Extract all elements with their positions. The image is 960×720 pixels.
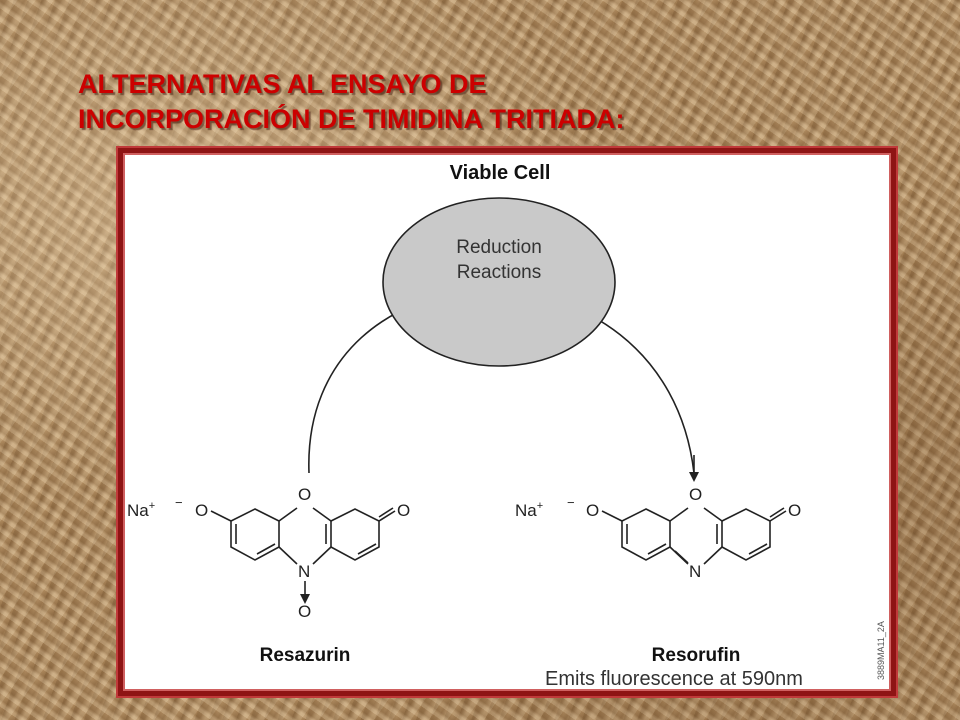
resorufin-n-ring: N [689,562,701,581]
resorufin-o-phenolate: O [586,501,599,520]
resorufin-counterion-charge: + [537,500,543,512]
slide-title-line-2: INCORPORACIÓN DE TIMIDINA TRITIADA: [78,104,625,134]
viable-cell-ellipse [382,197,616,367]
resazurin-o-phenolate: O [195,501,208,520]
reaction-diagram: Viable Cell Reduction Reactions Na+ − O … [127,162,886,689]
resorufin-o-ring: O [689,485,702,504]
slide-title-line-1: ALTERNATIVAS AL ENSAYO DE [78,69,487,99]
slide-title: ALTERNATIVAS AL ENSAYO DE INCORPORACIÓN … [78,67,838,137]
figure-code: 3889MA11_2A [876,621,886,680]
svg-text:Na+: Na+ [515,500,543,520]
resorufin-o-keto: O [788,501,801,520]
fluorescence-note: Emits fluorescence at 590nm [545,668,803,689]
resorufin-name: Resorufin [652,645,741,666]
resorufin-structure: Na+ − O O O N [515,485,801,666]
resazurin-n-ring: N [298,562,310,581]
svg-text:Na+: Na+ [127,500,155,520]
resazurin-o-keto: O [397,501,410,520]
figure-frame: Viable Cell Reduction Reactions Na+ − O … [116,146,898,698]
figure-panel: Viable Cell Reduction Reactions Na+ − O … [123,153,891,691]
resazurin-o-n-oxide: O [298,602,311,621]
resorufin-counterion: Na [515,501,537,520]
reaction-label-line-2: Reactions [457,262,542,283]
resazurin-o-ring: O [298,485,311,504]
cell-label: Viable Cell [450,162,551,184]
resorufin-oxide-charge: − [567,495,575,510]
resazurin-counterion: Na [127,501,149,520]
resazurin-oxide-charge: − [175,495,183,510]
resazurin-counterion-charge: + [149,500,155,512]
reaction-label-line-1: Reduction [456,237,542,258]
resazurin-structure: Na+ − O O O N O [127,485,410,666]
resazurin-name: Resazurin [260,645,351,666]
